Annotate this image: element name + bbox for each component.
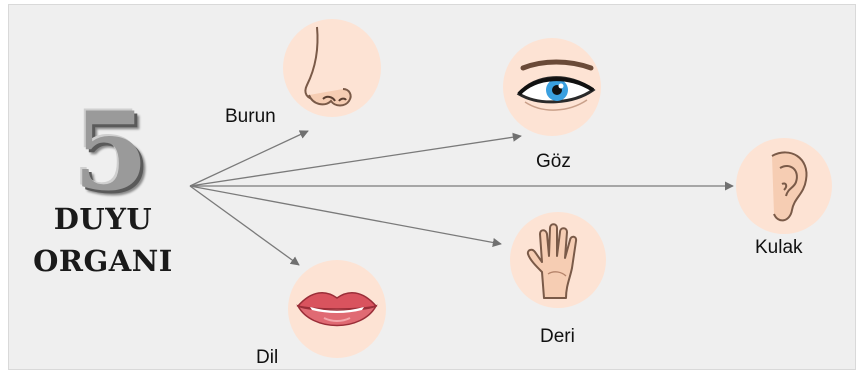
label-burun: Burun	[225, 106, 276, 128]
arrow-deri	[190, 186, 501, 244]
title-line-1: DUYU	[3, 202, 203, 236]
arrow-dil	[190, 186, 299, 265]
arrow-burun	[190, 131, 308, 186]
ear-icon	[736, 138, 832, 234]
label-deri: Deri	[540, 326, 575, 348]
number-five: 5	[56, 98, 166, 206]
title-line-2: ORGANI	[3, 244, 203, 278]
nose-icon	[283, 19, 381, 117]
lips-icon	[288, 260, 386, 358]
arrow-goz	[190, 136, 521, 186]
eye-icon	[503, 38, 601, 136]
hand-icon	[510, 212, 606, 308]
label-dil: Dil	[256, 347, 278, 369]
label-kulak: Kulak	[755, 237, 803, 259]
label-goz: Göz	[536, 151, 571, 173]
